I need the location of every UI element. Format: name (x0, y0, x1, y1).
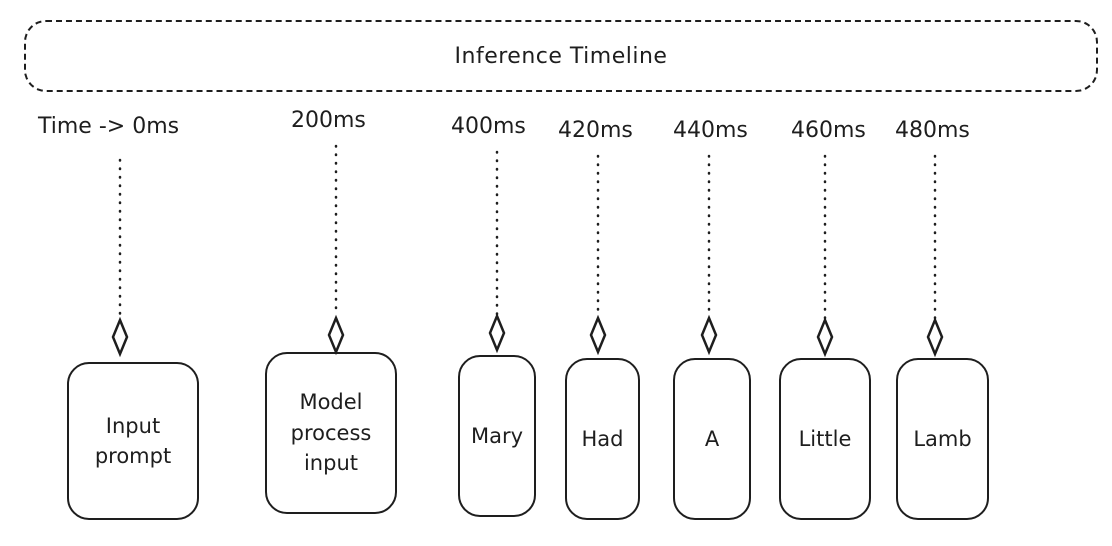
connector-1 (327, 144, 345, 356)
step-label-line: Little (798, 426, 852, 451)
step-label-line: Had (581, 426, 624, 451)
time-label-6: 480ms (895, 118, 970, 143)
step-label-line: process (290, 420, 372, 445)
step-label-line: Input (105, 413, 161, 438)
time-label-5: 460ms (791, 118, 866, 143)
step-label-line: prompt (94, 444, 172, 468)
time-label-0: Time -> 0ms (38, 114, 180, 139)
step-label-line: Lamb (913, 426, 972, 451)
connector-4 (700, 154, 718, 356)
timeline-title-text: Inference Timeline (454, 43, 668, 69)
step-box-token-lamb: Lamb (896, 358, 989, 520)
step-label: Model process input (291, 387, 372, 478)
step-label-line: Model (299, 390, 363, 415)
connector-3 (589, 154, 607, 356)
timeline-title: Inference Timeline (24, 20, 1098, 92)
step-label: Input prompt (95, 411, 171, 472)
step-box-token-little: Little (779, 358, 871, 520)
step-label-line: input (303, 451, 358, 476)
connector-2 (488, 150, 506, 354)
step-box-input-prompt: Input prompt (67, 362, 199, 520)
step-label-line: A (704, 426, 720, 451)
step-box-token-mary: Mary (458, 355, 536, 517)
time-label-1: 200ms (291, 108, 366, 133)
step-box-token-had: Had (565, 358, 640, 520)
step-label-line: Mary (470, 423, 524, 448)
time-label-4: 440ms (673, 118, 748, 143)
time-label-3: 420ms (558, 118, 633, 143)
connector-6 (926, 154, 944, 358)
connector-0 (111, 158, 129, 358)
step-box-token-a: A (673, 358, 751, 520)
time-label-2: 400ms (451, 114, 526, 139)
connector-5 (816, 154, 834, 358)
step-box-model-process-input: Model process input (265, 352, 397, 514)
